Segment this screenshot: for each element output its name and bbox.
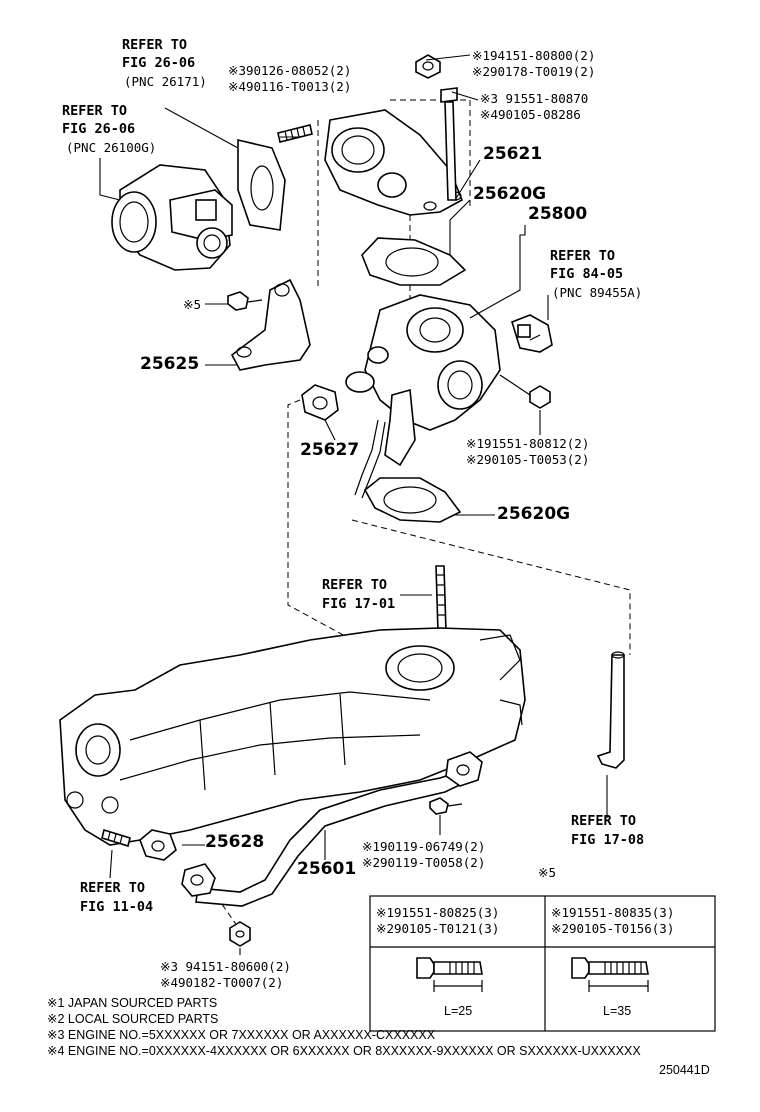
stud-bolt-drawing [277,124,313,143]
bottom-nut-drawing [229,921,251,947]
refer-26171-line2[interactable]: FIG 26-06 [122,55,196,71]
part-25621[interactable]: 25621 [483,144,543,164]
bolt-table-right-a: ※191551-80835(3) [551,905,675,920]
part-25625[interactable]: 25625 [140,354,200,374]
footnote-1: ※1 JAPAN SOURCED PARTS [47,996,218,1010]
hose-drawing [596,651,625,769]
gasket-pipe-drawing [139,829,177,861]
bolt-table-title: ※5 [538,865,556,880]
egr-valve-drawing [345,294,501,499]
sensor-drawing [511,314,553,353]
refer-17-01-line1[interactable]: REFER TO [322,577,388,593]
bolt-top-right-2a: ※3 91551-80870 [480,91,589,106]
refer-89455a-line3: (PNC 89455A) [552,285,643,300]
footnote-4: ※4 ENGINE NO.=0XXXXXX-4XXXXXX OR 6XXXXXX… [47,1044,641,1058]
part-25800[interactable]: 25800 [528,204,588,224]
figure-id: 250441D [659,1063,710,1077]
refer-89455a-line2[interactable]: FIG 84-05 [550,266,624,282]
bolt-mid-right-b: ※290105-T0053(2) [466,452,590,467]
bolt-table-left-a: ※191551-80825(3) [376,905,500,920]
bolt-top-right-1a: ※194151-80800(2) [472,48,596,63]
refer-26171-line1[interactable]: REFER TO [122,37,188,53]
bolt-top-left-b: ※490116-T0013(2) [228,79,352,94]
part-25620g-bottom[interactable]: 25620G [497,504,571,524]
refer-17-08-line1[interactable]: REFER TO [571,813,637,829]
dashed-guide-lines [204,99,631,931]
egr-pipe-drawing [181,751,483,907]
leader-lines [99,54,608,955]
refer-17-08-line2[interactable]: FIG 17-08 [571,832,645,848]
refer-11-04-line2[interactable]: FIG 11-04 [80,899,154,915]
bolt-length-l35: L=35 [603,1004,632,1018]
part-25628[interactable]: 25628 [205,832,265,852]
bolt-bottom-nut-a: ※3 94151-80600(2) [160,959,291,974]
refer-17-01-line2[interactable]: FIG 17-01 [322,596,396,612]
part-25620g-top[interactable]: 25620G [473,184,547,204]
refer-89455a-line1[interactable]: REFER TO [550,248,616,264]
long-bolt-drawing [440,87,458,201]
part-25601[interactable]: 25601 [297,859,357,879]
bolt-l25-drawing [416,957,483,992]
bracket-drawing [227,278,311,371]
refer-26171-line3: (PNC 26171) [124,74,207,89]
flange-nut-drawing [415,54,441,79]
bolt-table-right-b: ※290105-T0156(3) [551,921,675,936]
gasket-top-drawing [361,237,467,286]
bolt-bottom-nut-b: ※490182-T0007(2) [160,975,284,990]
refer-11-04-line1[interactable]: REFER TO [80,880,146,896]
manifold-stud-drawing [435,565,447,633]
bolt-top-right-1b: ※290178-T0019(2) [472,64,596,79]
intake-manifold-drawing [59,627,526,846]
footnote-2: ※2 LOCAL SOURCED PARTS [47,1012,219,1026]
bolt-table-frame [369,895,716,1032]
throttle-gasket-drawing [237,138,286,231]
bolt-mid-right-a: ※191551-80812(2) [466,436,590,451]
exhaust-stud-drawing [101,828,131,848]
bolt-top-right-2b: ※490105-08286 [480,107,581,122]
refer-26100g-line3: (PNC 26100G) [66,140,157,155]
part-25627[interactable]: 25627 [300,440,360,460]
small-bolt-drawing [499,374,551,409]
refer-26100g-line1[interactable]: REFER TO [62,103,128,119]
inlet-pipe-drawing [324,109,464,216]
footnote-3: ※3 ENGINE NO.=5XXXXXX OR 7XXXXXX OR AXXX… [47,1028,436,1042]
pipe-bolt-drawing [429,797,463,815]
bolt-table-left-b: ※290105-T0121(3) [376,921,500,936]
gasket-small-drawing [301,384,339,421]
bolt-top-left-a: ※390126-08052(2) [228,63,352,78]
bolt-length-l25: L=25 [444,1004,473,1018]
bolt-s5-label: ※5 [183,297,201,312]
throttle-body-drawing [111,164,233,271]
bolt-pipe-b: ※290119-T0058(2) [362,855,486,870]
refer-26100g-line2[interactable]: FIG 26-06 [62,121,136,137]
gasket-bottom-drawing [363,477,462,523]
bolt-l35-drawing [571,957,649,992]
bolt-pipe-a: ※190119-06749(2) [362,839,486,854]
